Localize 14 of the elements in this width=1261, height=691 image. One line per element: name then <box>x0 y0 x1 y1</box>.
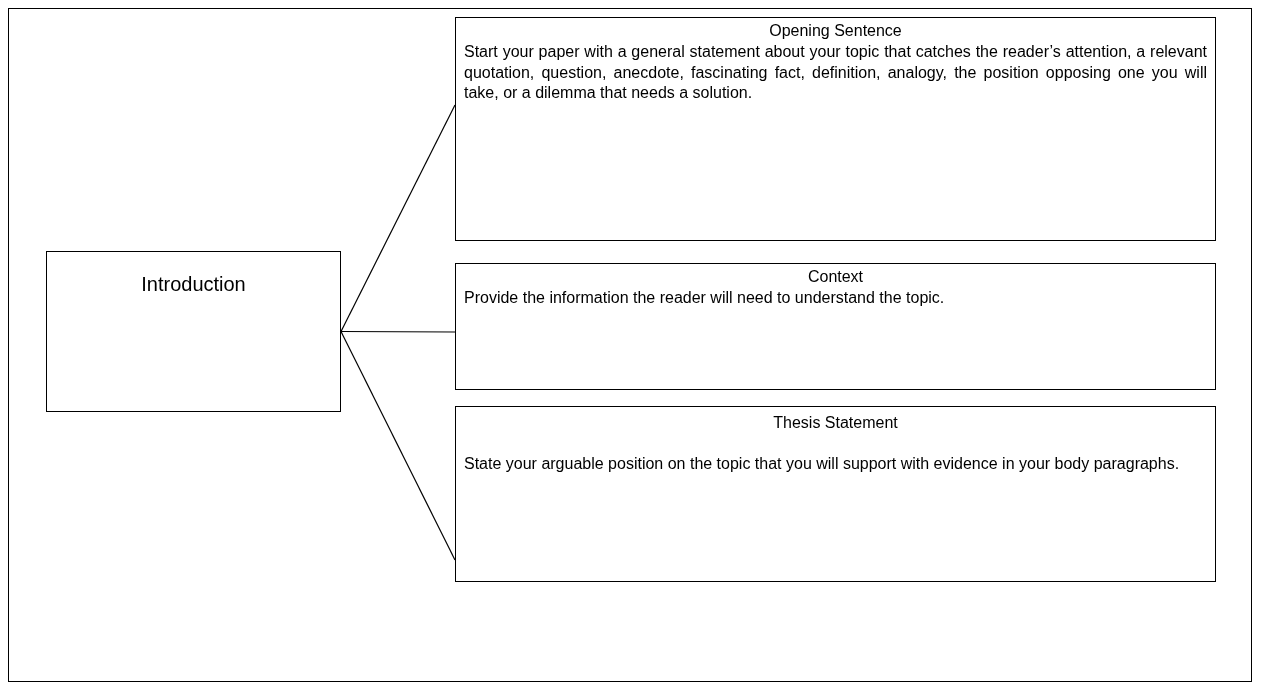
text-box <box>455 17 1216 241</box>
box-description: Provide the information the reader will need to understand the topic. <box>464 287 946 308</box>
connector-line <box>340 104 456 333</box>
box-heading: Context <box>806 267 865 287</box>
text-box <box>455 263 1216 390</box>
box-heading: Opening Sentence <box>768 21 903 41</box>
connector-line <box>340 330 456 333</box>
connector-line <box>340 330 456 561</box>
text-box <box>455 406 1216 582</box>
text-box <box>46 251 341 412</box>
box-heading: Thesis Statement <box>772 413 899 433</box>
box-description: Start your paper with a general statement about your topic that catches the reader’s attention, a relevant quotation, question, anecdote, fascinating fact, definition, analogy, the position opposing one you will take, or a dilemma that needs a solution. <box>464 41 1207 104</box>
box-heading: Introduction <box>140 272 247 297</box>
box-description: State your arguable position on the topic that you will support with evidence in your body paragraphs. <box>464 453 1181 474</box>
